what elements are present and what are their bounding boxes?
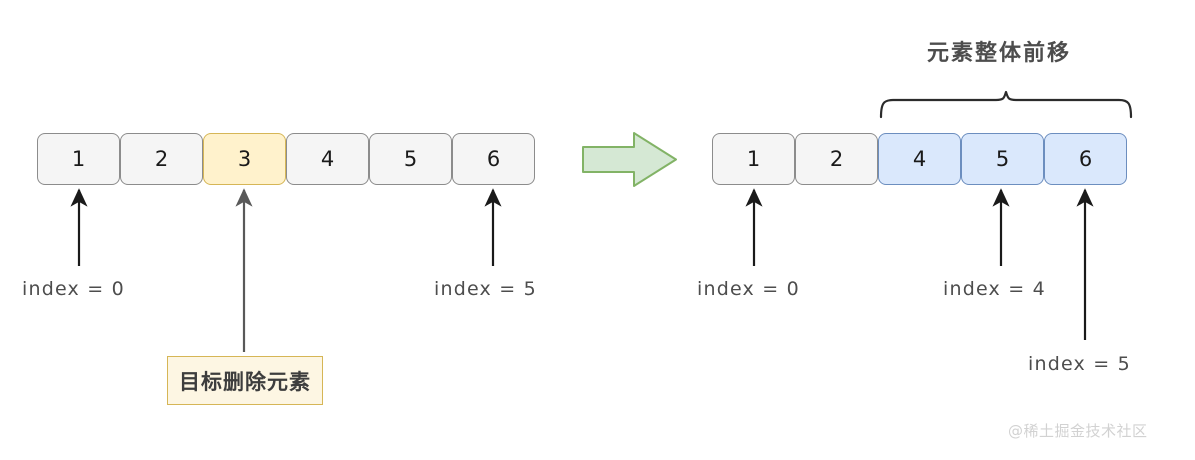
curly-brace-icon [879, 90, 1133, 119]
left-array-cell-1: 2 [120, 133, 203, 185]
right-index-label-0: index = 0 [697, 278, 800, 300]
left-index-label-5: index = 5 [434, 278, 537, 300]
left-array-cell-5: 6 [452, 133, 535, 185]
left-array-cell-3: 4 [286, 133, 369, 185]
right-index-label-5: index = 5 [1028, 353, 1131, 375]
watermark: @稀土掘金技术社区 [1008, 422, 1148, 440]
right-array-cell-3: 5 [961, 133, 1044, 185]
right-array-cell-1: 2 [795, 133, 878, 185]
left-array-cell-2: 3 [203, 133, 286, 185]
right-array-cell-2: 4 [878, 133, 961, 185]
right-index-label-4: index = 4 [943, 278, 1046, 300]
left-array-cell-0: 1 [37, 133, 120, 185]
target-delete-note: 目标删除元素 [167, 356, 323, 405]
right-array-cell-0: 1 [712, 133, 795, 185]
transition-right-arrow-icon [582, 132, 677, 187]
right-array-cell-4: 6 [1044, 133, 1127, 185]
left-index-label-0: index = 0 [22, 278, 125, 300]
left-array-cell-4: 5 [369, 133, 452, 185]
shift-elements-title: 元素整体前移 [927, 41, 1072, 66]
